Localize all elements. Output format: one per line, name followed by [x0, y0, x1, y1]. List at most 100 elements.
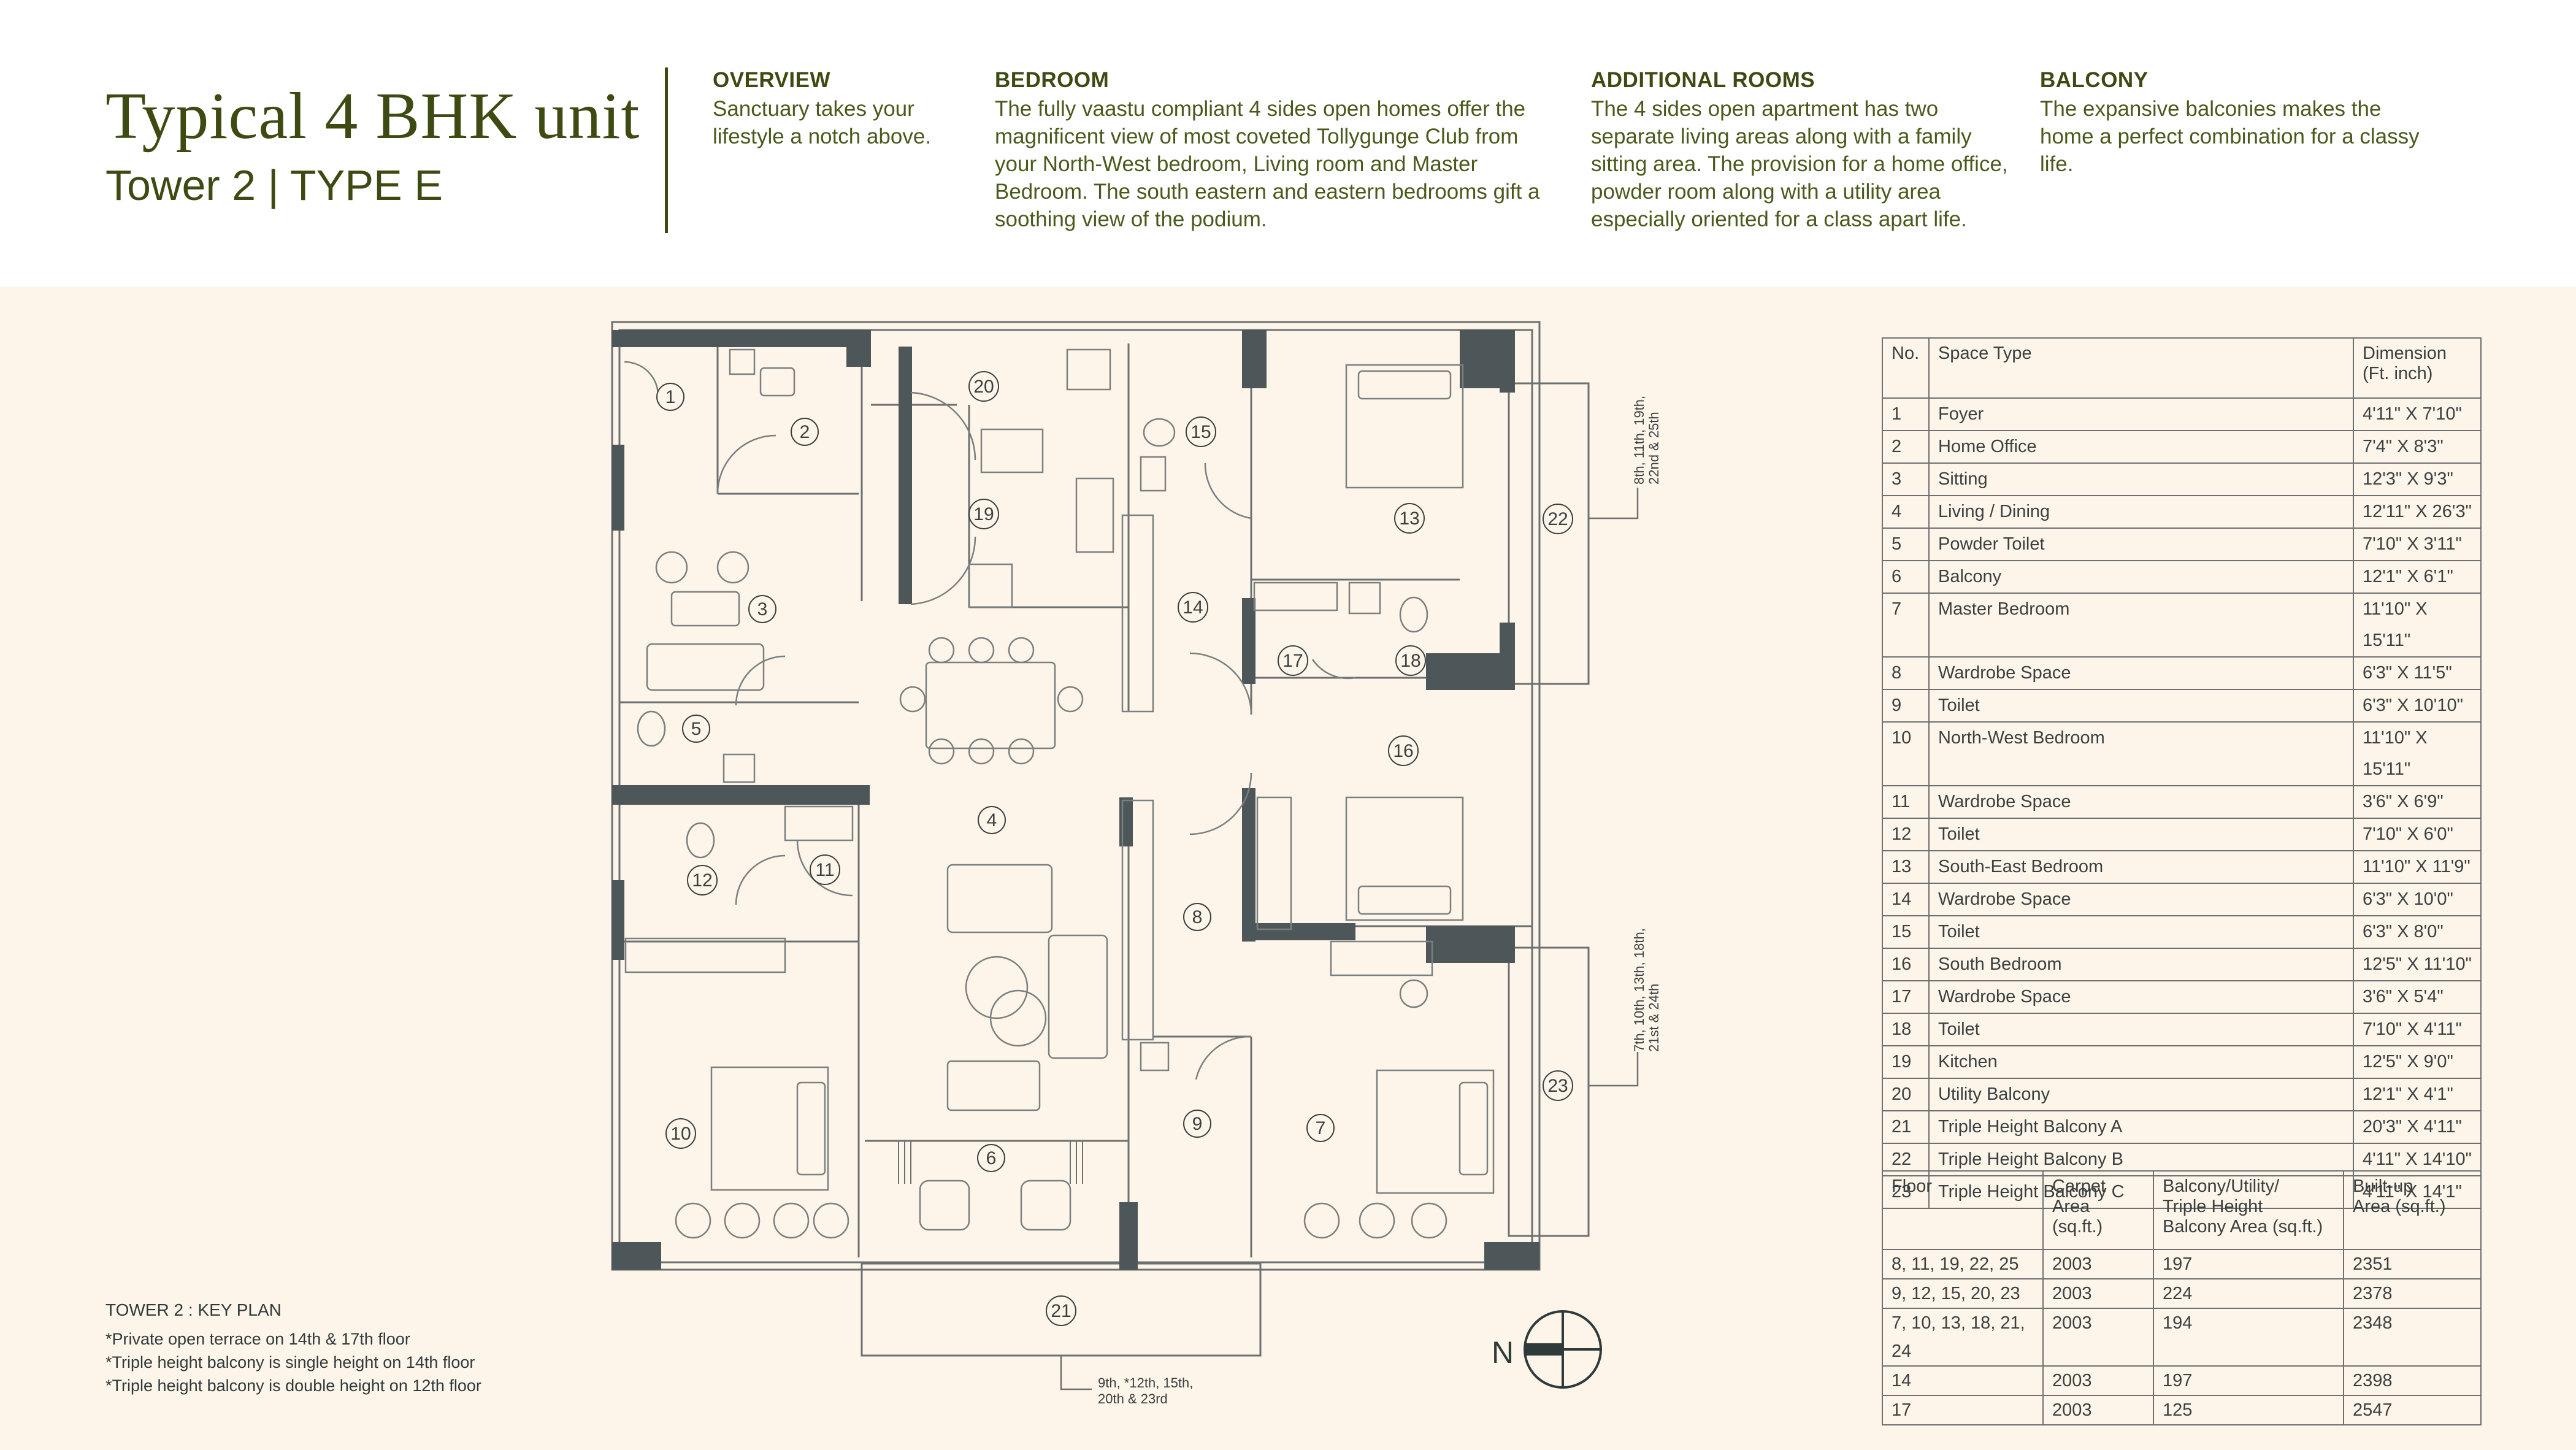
floor-note-balcony-21: 9th, *12th, 15th, 20th & 23rd — [1098, 1375, 1193, 1406]
table-cell-dim: 3'6" X 6'9" — [2353, 785, 2482, 819]
table-cell-no: 10 — [1882, 721, 1930, 786]
table-cell-no: 1 — [1882, 397, 1930, 431]
table-cell-type: Powder Toilet — [1928, 527, 2354, 561]
table-cell-dim: 11'10" X 15'11" — [2353, 593, 2482, 658]
balcony-heading: BALCONY — [2040, 68, 2149, 92]
table-cell-no: 9 — [1882, 689, 1930, 723]
room-label-5: 5 — [682, 715, 710, 743]
svg-text:16: 16 — [1393, 741, 1413, 761]
svg-text:8th, 11th, 19th,: 8th, 11th, 19th, — [1631, 396, 1647, 485]
table-cell-balcony: 125 — [2153, 1395, 2344, 1425]
room-label-23: 23 — [1543, 1070, 1573, 1101]
svg-text:9: 9 — [1192, 1114, 1203, 1134]
table-cell-type: Balcony — [1928, 560, 2354, 594]
table-cell-no: 2 — [1882, 430, 1930, 464]
north-compass-icon: N — [1492, 1310, 1602, 1389]
table-cell-dim: 6'3" X 10'10" — [2353, 689, 2482, 723]
table-cell-type: Kitchen — [1928, 1045, 2354, 1079]
overview-heading: OVERVIEW — [713, 68, 831, 92]
table-cell-carpet: 2003 — [2042, 1308, 2154, 1367]
table-cell-no: 18 — [1882, 1013, 1930, 1046]
room-label-4: 4 — [978, 806, 1006, 834]
note-double-height: *Triple height balcony is double height … — [105, 1376, 481, 1395]
balcony-22-outline — [1508, 382, 1590, 685]
balcony-text: The expansive balconies makes the home a… — [2040, 97, 2420, 176]
table-cell-dim: 12'3" X 9'3" — [2353, 462, 2482, 496]
table-cell-dim: 12'1" X 6'1" — [2353, 560, 2482, 594]
svg-text:20th & 23rd: 20th & 23rd — [1098, 1391, 1168, 1406]
balcony-section: BALCONY The expansive balconies makes th… — [2040, 66, 2432, 178]
overview-text: Sanctuary takes your lifestyle a notch a… — [713, 97, 932, 148]
room-label-14: 14 — [1178, 592, 1208, 623]
svg-text:13: 13 — [1399, 508, 1419, 529]
svg-text:5: 5 — [691, 719, 702, 739]
room-label-10: 10 — [665, 1118, 696, 1149]
table-cell-dim: 4'11" X 7'10" — [2353, 397, 2482, 431]
room-label-6: 6 — [977, 1144, 1005, 1172]
table-cell-no: 5 — [1882, 527, 1930, 561]
room-label-1: 1 — [656, 383, 684, 411]
table-cell-type: Wardrobe Space — [1928, 883, 2354, 916]
table-cell-balcony: 194 — [2153, 1308, 2344, 1367]
room-label-2: 2 — [791, 418, 819, 446]
svg-text:6: 6 — [986, 1148, 997, 1168]
table-cell-no: 11 — [1882, 785, 1930, 819]
table-cell-no: 21 — [1882, 1110, 1930, 1144]
col-floor-header: Floor — [1882, 1170, 2044, 1250]
table-cell-dim: 12'1" X 4'1" — [2353, 1078, 2482, 1111]
table-cell-type: Toilet — [1928, 818, 2354, 851]
additional-rooms-section: ADDITIONAL ROOMS The 4 sides open apartm… — [1591, 66, 2014, 233]
table-cell-no: 19 — [1882, 1045, 1930, 1079]
table-cell-type: Utility Balcony — [1928, 1078, 2354, 1111]
page-title: Typical 4 BHK unit — [105, 80, 640, 153]
table-cell-type: Toilet — [1928, 1013, 2354, 1046]
table-header-row: No. Space Type Dimension(Ft. inch) — [1882, 337, 2482, 399]
table-cell-no: 16 — [1882, 948, 1930, 981]
table-cell-built: 2378 — [2343, 1278, 2482, 1309]
svg-text:11: 11 — [815, 860, 834, 880]
table-cell-type: Sitting — [1928, 462, 2354, 496]
table-cell-dim: 20'3" X 4'11" — [2353, 1110, 2482, 1144]
table-cell-dim: 6'3" X 11'5" — [2353, 656, 2482, 690]
balcony-23-outline — [1508, 946, 1590, 1237]
table-cell-type: Toilet — [1928, 689, 2354, 723]
room-label-13: 13 — [1394, 503, 1425, 534]
table-cell-dim: 11'10" X 15'11" — [2353, 721, 2482, 786]
room-label-17: 17 — [1278, 645, 1308, 676]
additional-rooms-text: The 4 sides open apartment has two separ… — [1591, 97, 2008, 231]
table-cell-built: 2351 — [2343, 1249, 2482, 1279]
table-cell-no: 17 — [1882, 980, 1930, 1014]
svg-text:1: 1 — [665, 387, 676, 407]
additional-rooms-heading: ADDITIONAL ROOMS — [1591, 68, 1815, 92]
table-cell-dim: 12'11" X 26'3" — [2353, 495, 2482, 529]
svg-text:14: 14 — [1183, 597, 1203, 618]
table-cell-built: 2348 — [2343, 1308, 2482, 1367]
table-cell-type: Triple Height Balcony A — [1928, 1110, 2354, 1144]
room-label-15: 15 — [1186, 416, 1216, 447]
svg-text:8: 8 — [1192, 907, 1203, 927]
note-private-terrace: *Private open terrace on 14th & 17th flo… — [105, 1330, 410, 1348]
table-cell-no: 14 — [1882, 883, 1930, 916]
table-cell-floor: 9, 12, 15, 20, 23 — [1882, 1278, 2044, 1309]
svg-text:21: 21 — [1051, 1301, 1071, 1321]
bedroom-section: BEDROOM The fully vaastu compliant 4 sid… — [995, 66, 1553, 233]
table-cell-type: Living / Dining — [1928, 495, 2354, 529]
table-cell-balcony: 224 — [2153, 1278, 2344, 1309]
